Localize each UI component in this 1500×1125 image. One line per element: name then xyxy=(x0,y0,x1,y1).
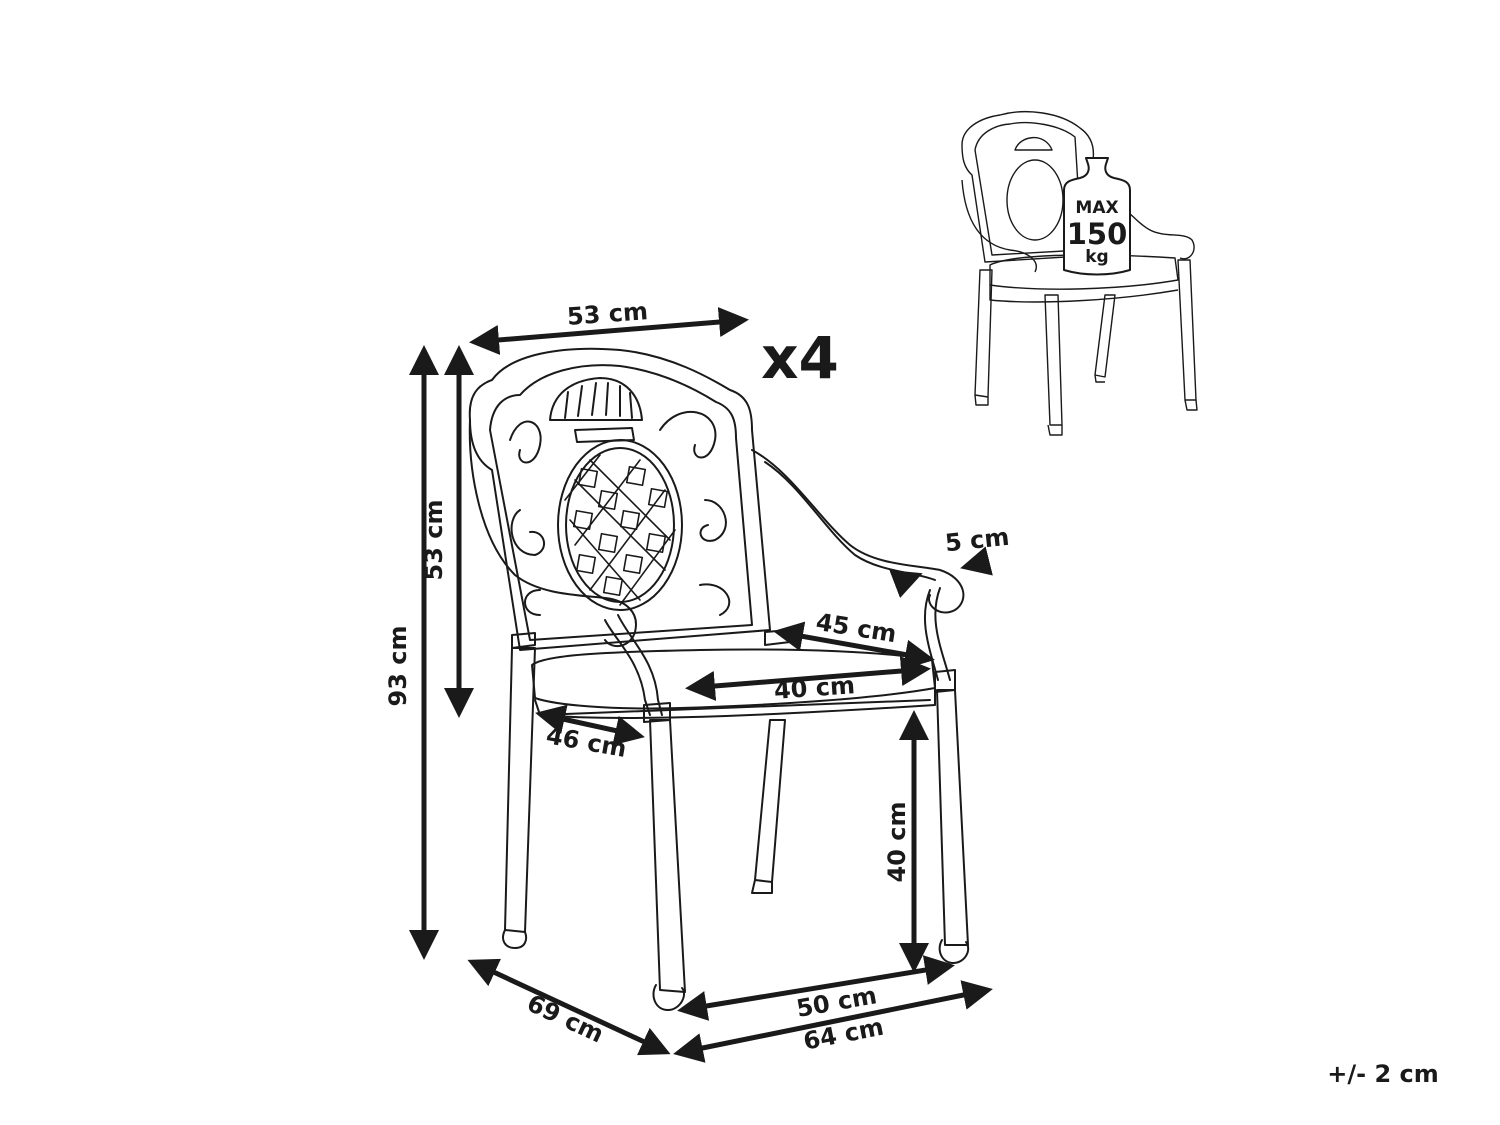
label-total-height: 93 cm xyxy=(384,626,412,707)
label-seat-width: 40 cm xyxy=(773,671,856,705)
label-back-width: 53 cm xyxy=(566,297,649,331)
label-seat-side-depth: 46 cm xyxy=(544,721,629,763)
label-overall-depth: 69 cm xyxy=(523,989,608,1049)
arrow-overall-width xyxy=(673,980,993,1063)
arrow-seat-width xyxy=(685,656,931,701)
quantity-label: x4 xyxy=(761,324,839,392)
label-back-height: 53 cm xyxy=(420,500,448,581)
armrest-width-arrows xyxy=(889,546,993,598)
weight-icon xyxy=(1063,157,1131,276)
dimension-arrows xyxy=(409,307,993,1063)
tolerance-label: +/- 2 cm xyxy=(1327,1060,1438,1088)
main-chair-illustration xyxy=(468,347,970,1011)
load-badge-unit: kg xyxy=(1085,247,1108,267)
arrow-seat-side-depth xyxy=(535,704,645,746)
arrow-back-width xyxy=(469,307,749,355)
load-badge-value: 150 xyxy=(1067,217,1128,251)
arrow-overall-depth xyxy=(467,958,671,1056)
load-capacity-illustration xyxy=(961,110,1198,436)
arrow-seat-depth xyxy=(773,621,935,670)
label-seat-height: 40 cm xyxy=(883,802,911,883)
load-badge-max: MAX xyxy=(1075,198,1118,218)
label-armrest-width: 5 cm xyxy=(944,523,1011,558)
